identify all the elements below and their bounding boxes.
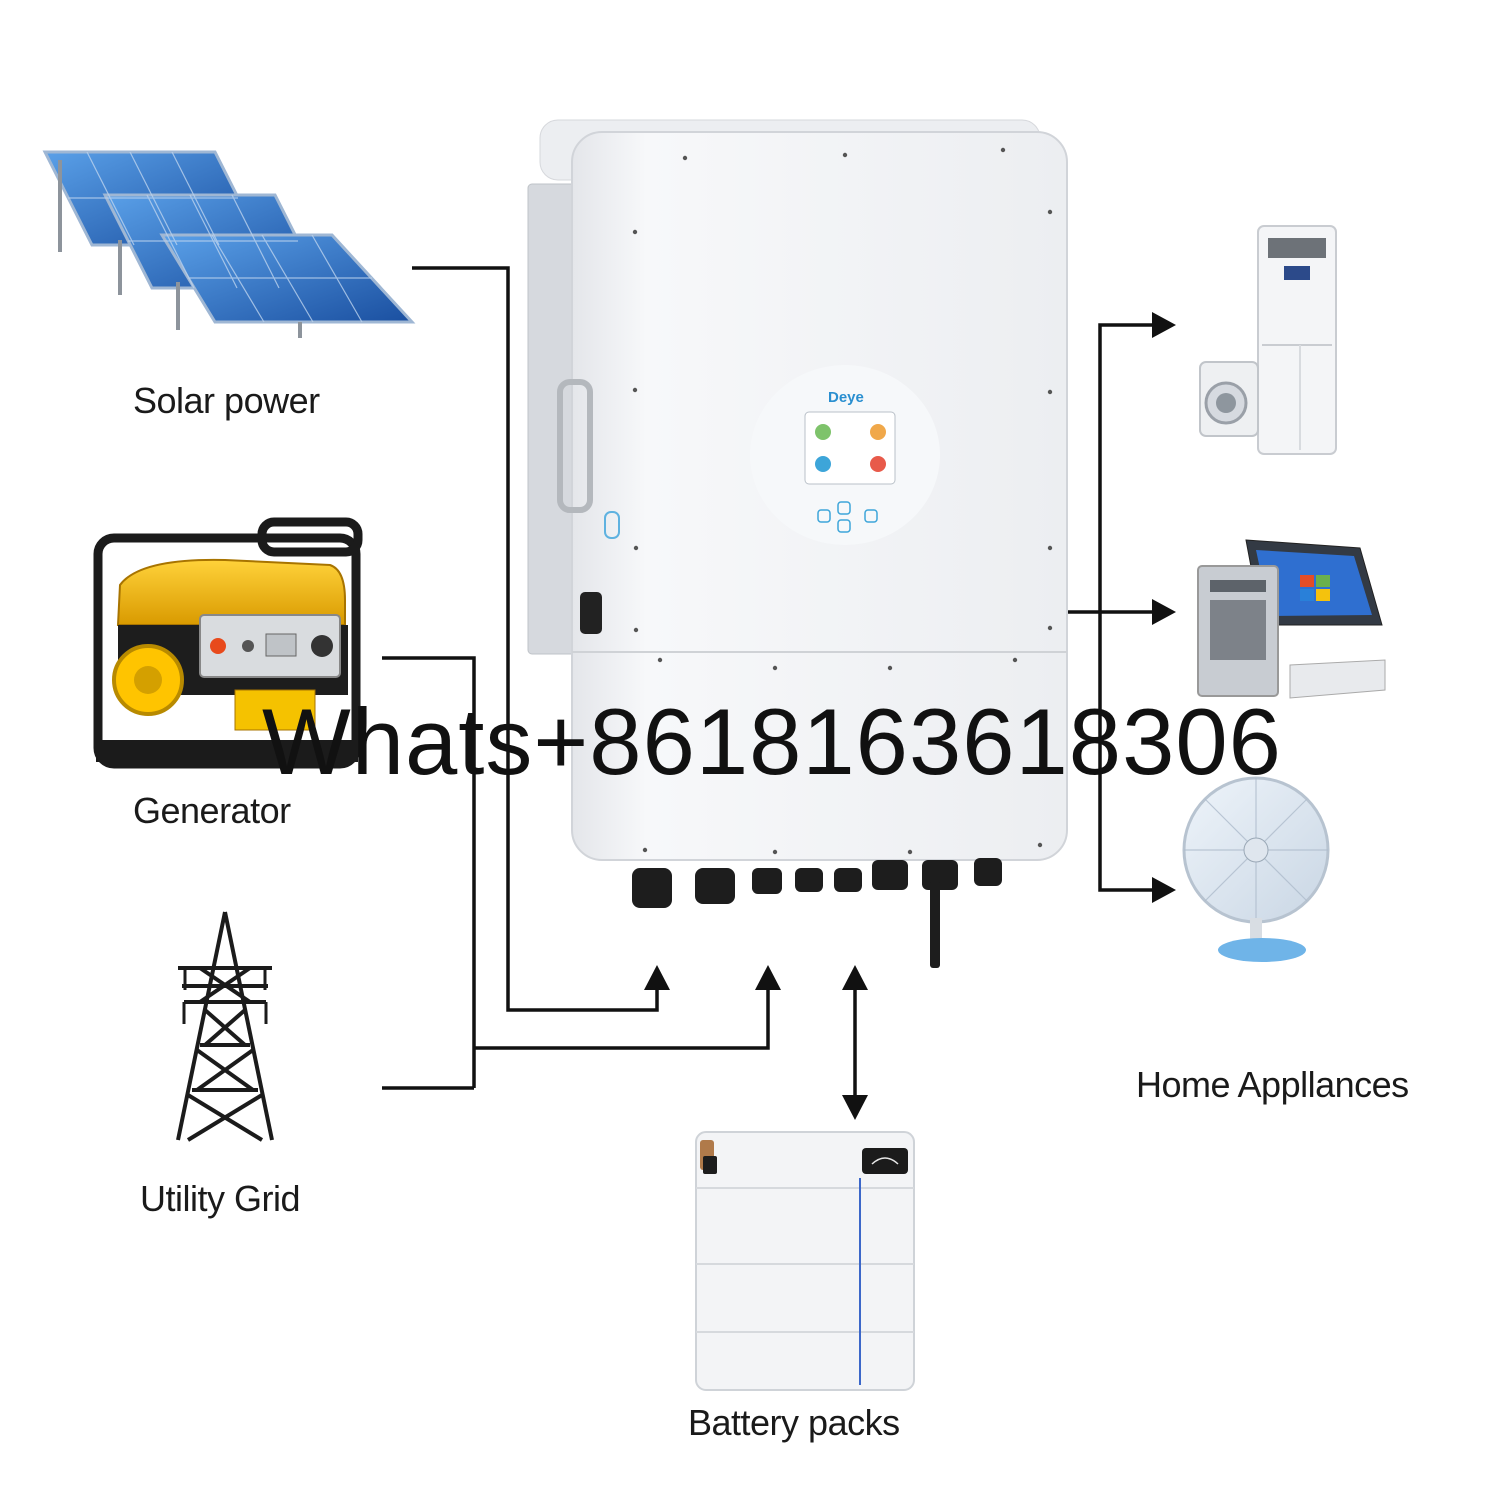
desktop-computer-image — [1197, 539, 1386, 699]
utility-grid-label: Utility Grid — [140, 1178, 301, 1219]
arrowheads — [644, 312, 1176, 1120]
inverter-brand-logo: Deye — [828, 389, 864, 406]
solar-panels-image — [42, 150, 416, 338]
air-conditioner-and-washer-image — [1199, 225, 1337, 455]
battery-pack-image — [695, 1131, 915, 1391]
inverter-unit: Deye — [527, 119, 1068, 968]
contact-watermark: Whats+8618163618306 — [262, 689, 1282, 794]
electric-fan-image — [1182, 776, 1330, 962]
solar-power-label: Solar power — [133, 380, 320, 421]
utility-tower-image — [176, 911, 274, 1142]
home-appliances-label: Home Appllances — [1136, 1064, 1409, 1105]
generator-label: Generator — [133, 790, 291, 831]
generator-image — [93, 517, 363, 769]
connection-lines — [382, 266, 1152, 1100]
battery-packs-label: Battery packs — [688, 1402, 900, 1443]
